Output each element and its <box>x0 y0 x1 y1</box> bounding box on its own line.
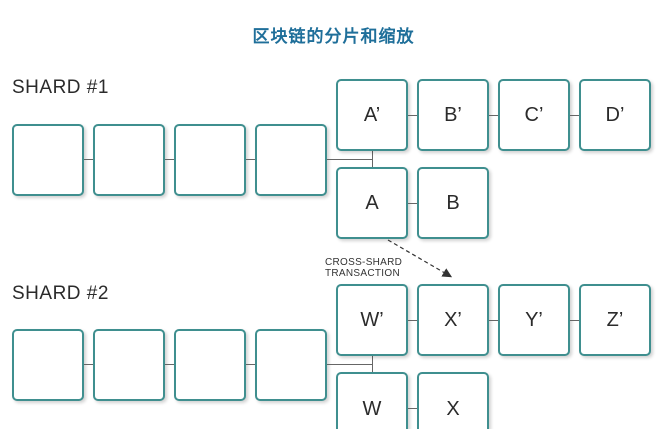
shard2-block-x-prime: X’ <box>417 284 489 356</box>
shard1-chain-block-4 <box>255 124 327 196</box>
shard2-fork-connector <box>327 364 372 365</box>
shard2-link-2 <box>165 364 174 365</box>
diagram-title: 区块链的分片和缩放 <box>252 27 415 47</box>
shard1-block-c-prime: C’ <box>498 79 570 151</box>
shard2-block-w: W <box>336 372 408 429</box>
shard1-chain-block-2 <box>93 124 165 196</box>
shard2-top-link-3 <box>570 320 579 321</box>
shard2-top-link-1 <box>408 320 417 321</box>
shard1-bottom-link-1 <box>408 203 417 204</box>
shard1-fork-connector <box>327 159 372 160</box>
shard1-link-2 <box>165 159 174 160</box>
shard2-fork-split <box>372 356 373 373</box>
shard2-block-z-prime: Z’ <box>579 284 651 356</box>
shard2-label: SHARD #2 <box>12 283 109 304</box>
shard1-label: SHARD #1 <box>12 77 109 98</box>
shard1-link-3 <box>246 159 255 160</box>
shard1-fork-split <box>372 151 373 168</box>
shard2-top-link-2 <box>489 320 498 321</box>
shard1-block-d-prime: D’ <box>579 79 651 151</box>
shard2-bottom-link-1 <box>408 408 417 409</box>
shard1-link-1 <box>84 159 93 160</box>
shard2-chain-block-2 <box>93 329 165 401</box>
shard1-top-link-3 <box>570 115 579 116</box>
shard1-chain-block-3 <box>174 124 246 196</box>
shard2-block-y-prime: Y’ <box>498 284 570 356</box>
shard2-link-3 <box>246 364 255 365</box>
shard1-top-link-2 <box>489 115 498 116</box>
shard1-block-b-prime: B’ <box>417 79 489 151</box>
shard1-top-link-1 <box>408 115 417 116</box>
cross-shard-label-line1: CROSS-SHARD <box>325 257 403 268</box>
shard1-block-a-prime: A’ <box>336 79 408 151</box>
shard2-chain-block-1 <box>12 329 84 401</box>
shard2-link-1 <box>84 364 93 365</box>
shard2-chain-block-4 <box>255 329 327 401</box>
shard2-block-w-prime: W’ <box>336 284 408 356</box>
shard2-chain-block-3 <box>174 329 246 401</box>
shard1-chain-block-1 <box>12 124 84 196</box>
shard1-block-a: A <box>336 167 408 239</box>
shard2-block-x: X <box>417 372 489 429</box>
cross-shard-label-line2: TRANSACTION <box>325 268 400 279</box>
shard1-block-b: B <box>417 167 489 239</box>
